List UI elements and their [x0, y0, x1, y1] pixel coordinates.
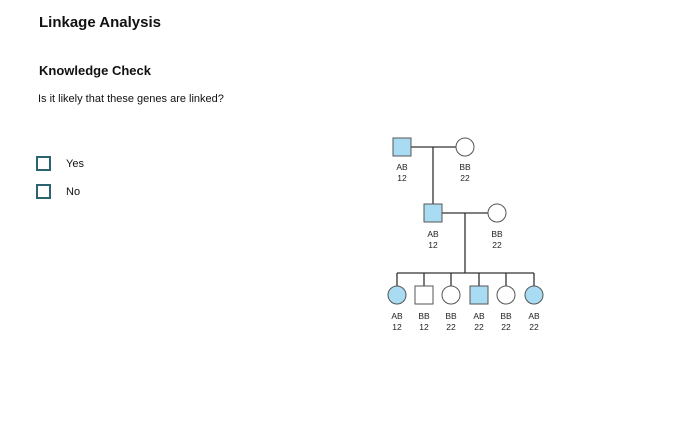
gen3-individual-2-male-symbol [414, 285, 434, 305]
page-title: Linkage Analysis [39, 14, 161, 31]
gen3-individual-6-genotype-a: AB [528, 311, 540, 321]
gen1-individual-1-genotype-b: 12 [397, 173, 407, 183]
gen3-individual-5-genotype-b: 22 [501, 322, 511, 332]
section-subtitle: Knowledge Check [39, 63, 151, 78]
gen3-individual-4-genotype-b: 22 [474, 322, 484, 332]
gen1-individual-1-male-symbol [392, 137, 412, 157]
gen3-individual-5-genotype-a: BB [500, 311, 512, 321]
no-checkbox[interactable] [36, 184, 51, 199]
gen1-individual-2-genotype-a: BB [459, 162, 471, 172]
gen3-individual-4-male-symbol [469, 285, 489, 305]
gen1-individual-2-genotype-b: 22 [460, 173, 470, 183]
gen3-individual-4-genotype-a: AB [473, 311, 485, 321]
gen2-individual-2-genotype-b: 22 [492, 240, 502, 250]
gen2-individual-2-genotype-a: BB [491, 229, 503, 239]
gen2-individual-1-male-symbol [423, 203, 443, 223]
gen3-individual-3-genotype-a: BB [445, 311, 457, 321]
gen3-individual-3-genotype-b: 22 [446, 322, 456, 332]
gen3-individual-6-female-symbol [524, 285, 544, 305]
yes-label: Yes [66, 157, 84, 170]
gen2-individual-2-female-symbol [487, 203, 507, 223]
yes-checkbox[interactable] [36, 156, 51, 171]
answer-option-yes[interactable]: Yes [36, 156, 84, 171]
gen3-individual-1-female-symbol [387, 285, 407, 305]
gen2-individual-1-genotype-b: 12 [428, 240, 438, 250]
gen3-individual-1-genotype-b: 12 [392, 322, 402, 332]
question-text: Is it likely that these genes are linked… [38, 93, 224, 105]
gen1-individual-2-female-symbol [455, 137, 475, 157]
gen3-individual-2-genotype-b: 12 [419, 322, 429, 332]
gen3-individual-5-female-symbol [496, 285, 516, 305]
answer-option-no[interactable]: No [36, 184, 80, 199]
no-label: No [66, 185, 81, 198]
gen2-individual-1-genotype-a: AB [427, 229, 439, 239]
gen3-individual-1-genotype-a: AB [391, 311, 403, 321]
gen3-individual-2-genotype-a: BB [418, 311, 430, 321]
gen3-individual-6-genotype-b: 22 [529, 322, 539, 332]
gen3-individual-3-female-symbol [441, 285, 461, 305]
gen1-individual-1-genotype-a: AB [396, 162, 408, 172]
